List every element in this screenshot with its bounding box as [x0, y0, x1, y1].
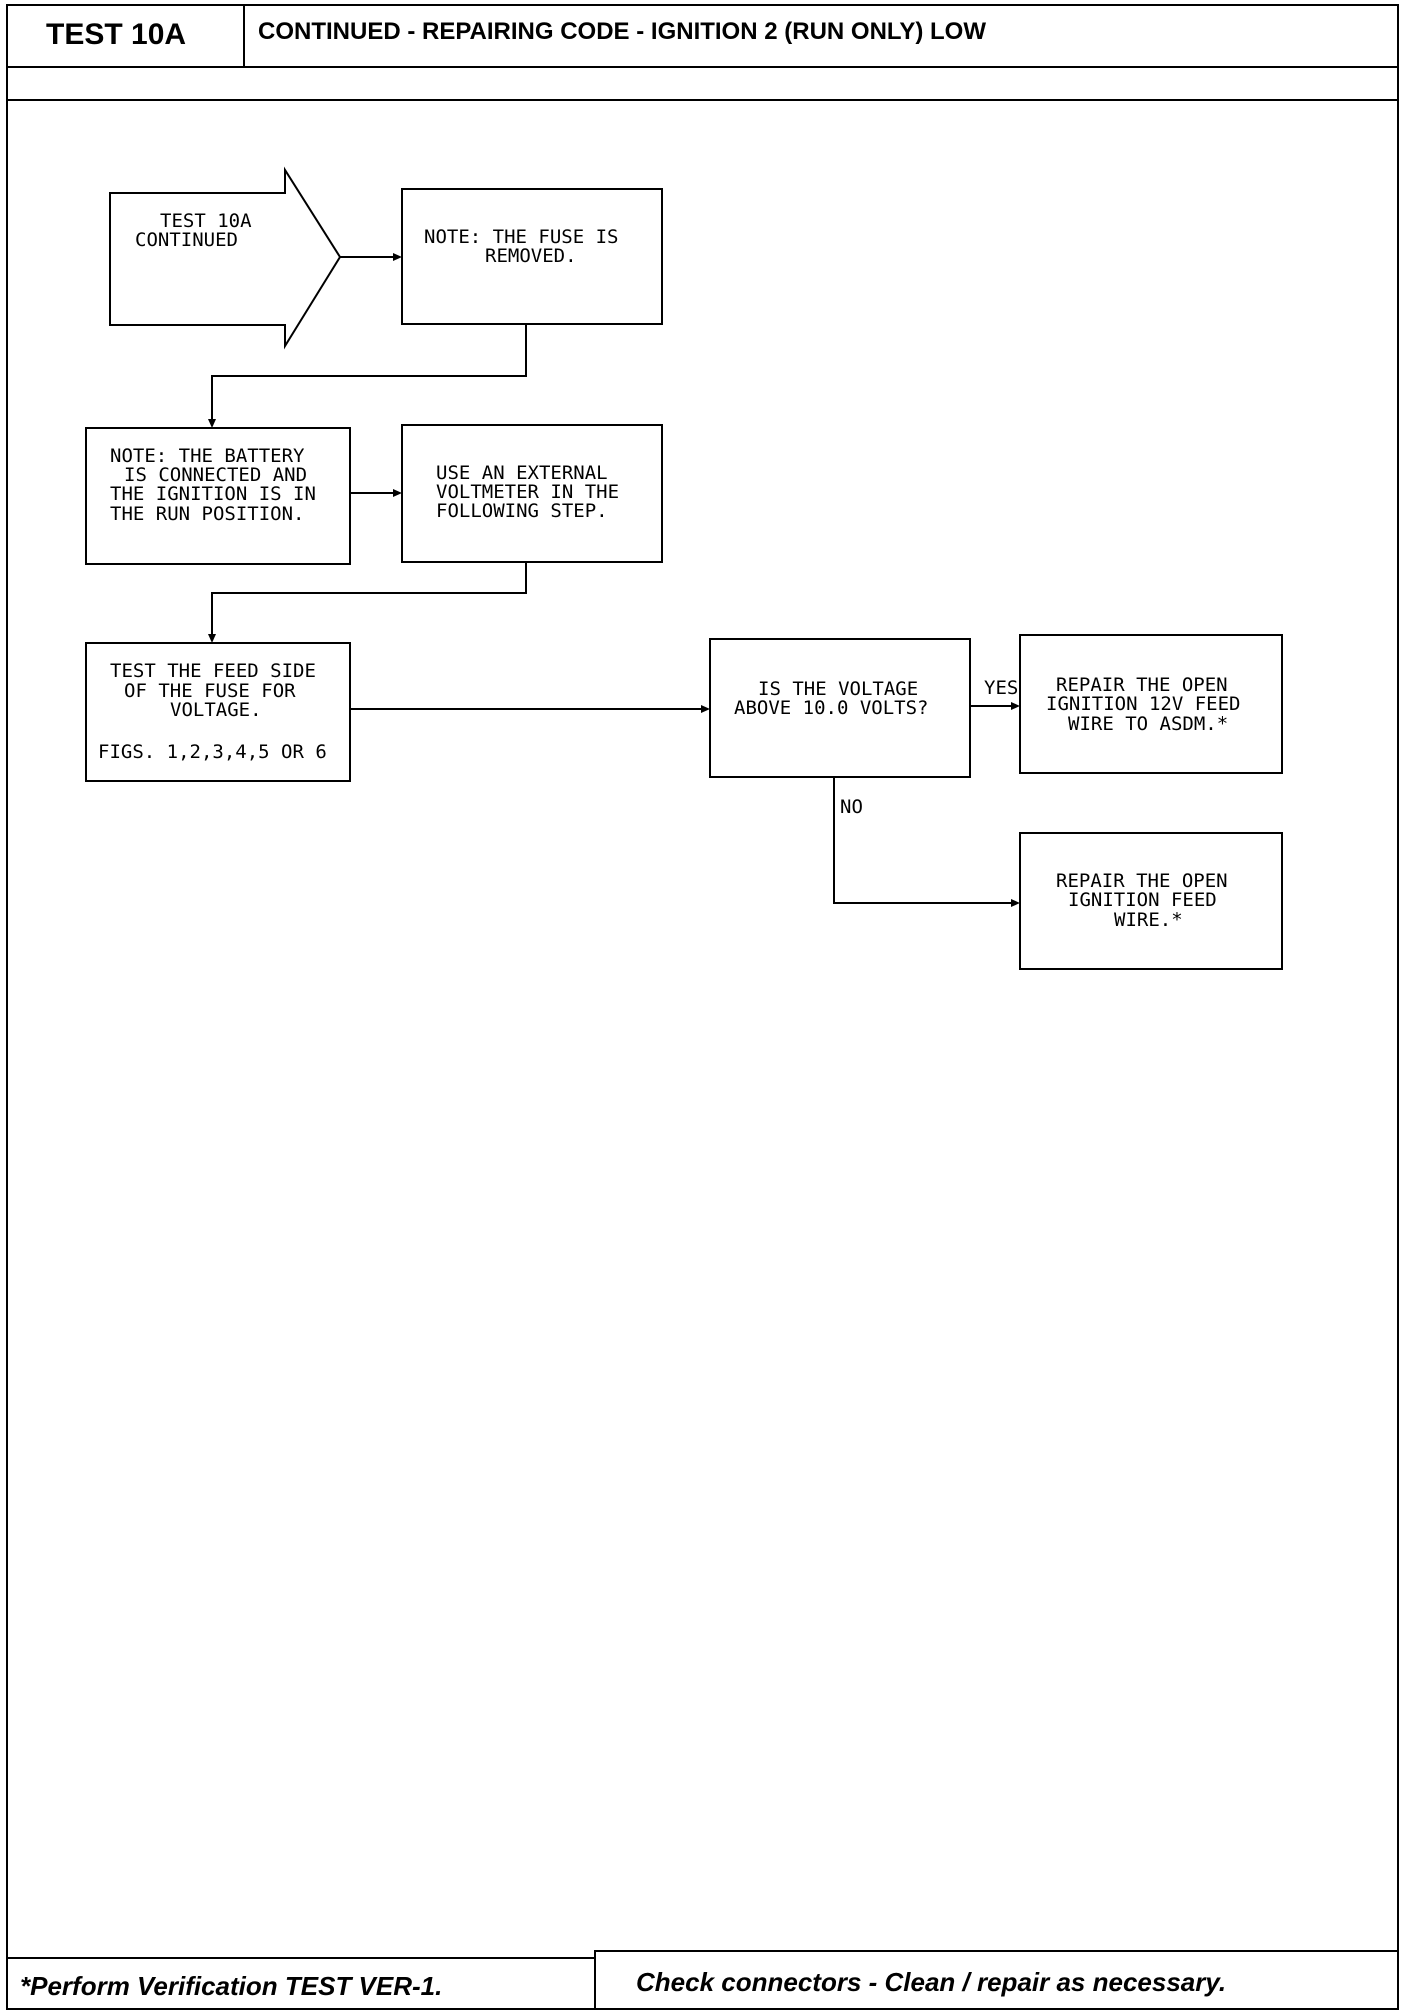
- arrowhead-note-fuse-to-note-battery: [208, 419, 216, 428]
- note-battery-line-3: THE IGNITION IS IN: [110, 483, 316, 505]
- connector-decision-no: [833, 777, 1012, 904]
- decision-line-1: IS THE VOLTAGE: [758, 678, 918, 700]
- arrowhead-entry-to-note-fuse: [393, 253, 402, 261]
- connector-voltmeter-to-test-feed: [211, 562, 527, 635]
- repair-feed-line-3: WIRE.*: [1114, 909, 1183, 931]
- note-fuse-line-2: REMOVED.: [485, 245, 577, 267]
- use-voltmeter-box: [401, 424, 663, 563]
- use-voltmeter-line-2: VOLTMETER IN THE: [436, 481, 619, 503]
- entry-arrow-line-1: TEST 10A: [160, 210, 252, 232]
- note-fuse-box: [401, 188, 663, 325]
- header-spacer-band: [6, 66, 1399, 101]
- arrowhead-note-battery-to-voltmeter: [393, 489, 402, 497]
- footer-connectors-text: Check connectors - Clean / repair as nec…: [636, 1967, 1227, 1997]
- repair-12v-line-1: REPAIR THE OPEN: [1056, 674, 1228, 696]
- repair-feed-line-1: REPAIR THE OPEN: [1056, 870, 1228, 892]
- repair-12v-line-3: WIRE TO ASDM.*: [1068, 713, 1228, 735]
- header-title: CONTINUED - REPAIRING CODE - IGNITION 2 …: [258, 18, 987, 45]
- repair-12v-box: [1019, 634, 1283, 774]
- test-feed-box: [85, 642, 351, 782]
- repair-12v-line-2: IGNITION 12V FEED: [1046, 693, 1240, 715]
- arrowhead-decision-no: [1011, 899, 1020, 907]
- note-battery-line-1: NOTE: THE BATTERY: [110, 445, 305, 467]
- note-fuse-line-1: NOTE: THE FUSE IS: [424, 226, 618, 248]
- test-feed-figs: FIGS. 1,2,3,4,5 OR 6: [98, 741, 327, 763]
- footer-verification-text: *Perform Verification TEST VER-1.: [20, 1971, 443, 2001]
- repair-feed-line-2: IGNITION FEED: [1068, 889, 1217, 911]
- header-test-id: TEST 10A: [46, 18, 187, 51]
- note-battery-line-4: THE RUN POSITION.: [110, 503, 304, 525]
- entry-arrow-shape: [109, 166, 342, 350]
- arrowhead-decision-yes: [1011, 702, 1020, 710]
- no-label: NO: [840, 796, 863, 818]
- note-battery-line-2: IS CONNECTED AND: [124, 464, 307, 486]
- note-battery-box: [85, 427, 351, 565]
- test-feed-line-2: OF THE FUSE FOR: [124, 680, 296, 702]
- test-feed-line-3: VOLTAGE.: [170, 699, 262, 721]
- yes-label: YES: [984, 677, 1018, 699]
- decision-line-2: ABOVE 10.0 VOLTS?: [734, 697, 928, 719]
- entry-arrow-line-2: CONTINUED: [135, 229, 238, 251]
- arrowhead-voltmeter-to-test-feed: [208, 634, 216, 643]
- arrowhead-test-feed-to-decision: [701, 705, 710, 713]
- connector-note-fuse-to-note-battery: [211, 324, 527, 420]
- test-feed-line-1: TEST THE FEED SIDE: [110, 660, 316, 682]
- decision-box: [709, 638, 971, 778]
- use-voltmeter-line-1: USE AN EXTERNAL: [436, 462, 608, 484]
- repair-feed-box: [1019, 832, 1283, 970]
- footer-connectors-box: [594, 1950, 1399, 2010]
- use-voltmeter-line-3: FOLLOWING STEP.: [436, 500, 608, 522]
